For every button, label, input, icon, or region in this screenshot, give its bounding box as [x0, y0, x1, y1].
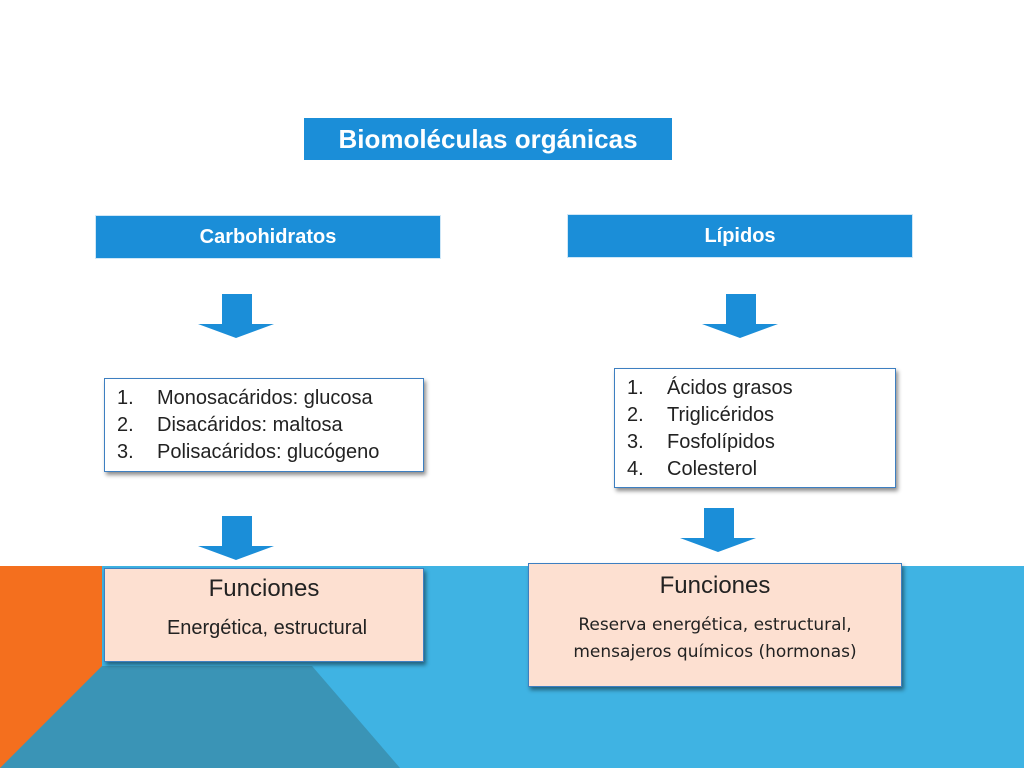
background-orange-wedge [0, 566, 102, 768]
lipidos-functions-box: Funciones Reserva energética, estructura… [528, 563, 902, 687]
lipidos-list: 1.Ácidos grasos 2.Triglicéridos 3.Fosfol… [614, 368, 896, 488]
carbohidratos-functions-box: Funciones Energética, estructural [104, 568, 424, 662]
down-arrow-icon [702, 294, 778, 338]
background-dark-triangle [0, 666, 400, 768]
functions-heading: Funciones [659, 572, 771, 599]
list-item: 4.Colesterol [627, 458, 758, 480]
functions-heading: Funciones [208, 575, 320, 602]
down-arrow-icon [198, 294, 274, 338]
list-item: 2.Triglicéridos [627, 404, 775, 426]
list-item: 3.Polisacáridos: glucógeno [117, 441, 380, 463]
list-item: 1.Monosacáridos: glucosa [117, 387, 373, 409]
down-arrow-icon [680, 508, 756, 552]
category-lipidos: Lípidos [568, 215, 912, 257]
functions-text: Reserva energética, estructural, mensaje… [573, 615, 857, 662]
list-item: 2.Disacáridos: maltosa [117, 414, 343, 436]
diagram-title: Biomoléculas orgánicas [304, 118, 672, 160]
functions-text: Energética, estructural [166, 617, 368, 639]
list-item: 1.Ácidos grasos [627, 377, 793, 399]
down-arrow-icon [198, 516, 274, 560]
list-item: 3.Fosfolípidos [627, 431, 775, 453]
category-carbohidratos: Carbohidratos [96, 216, 440, 258]
carbohidratos-list: 1.Monosacáridos: glucosa 2.Disacáridos: … [104, 378, 424, 472]
